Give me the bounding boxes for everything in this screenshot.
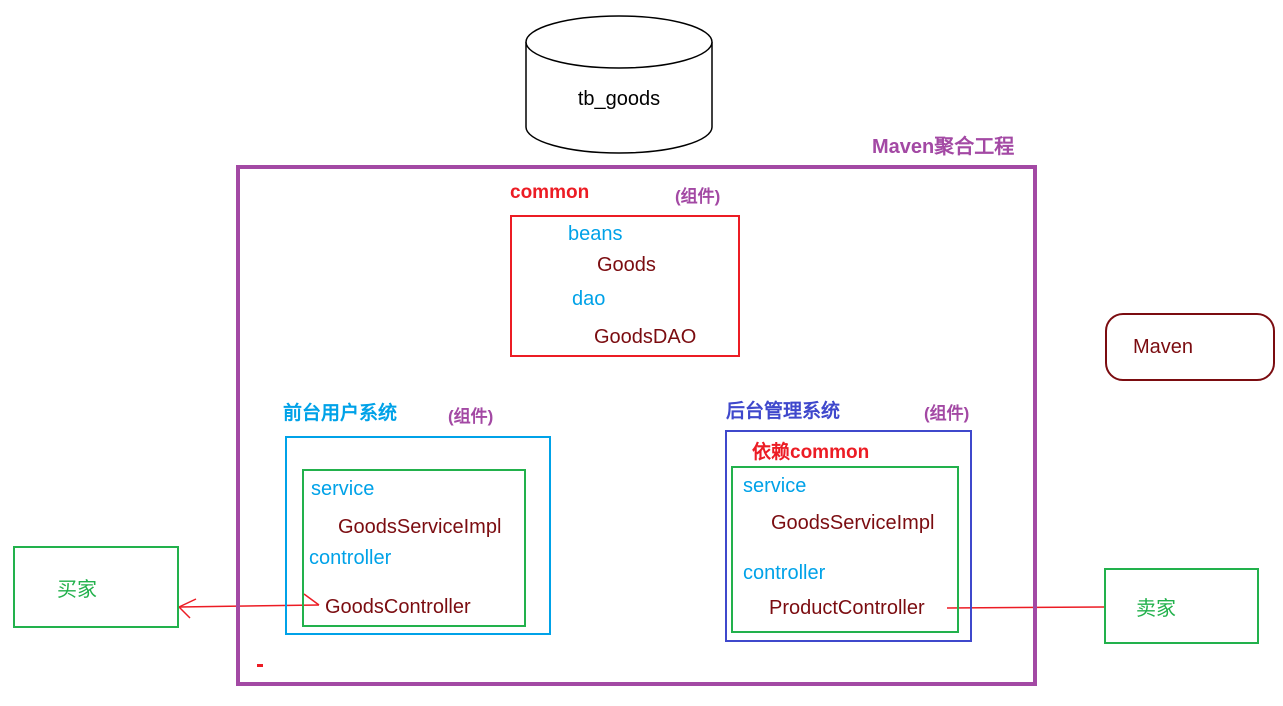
maven-tool-label: Maven [1133,335,1194,358]
frontend-class-goodscontroller: GoodsController [325,596,471,618]
backend-inner-box [731,466,959,633]
common-component-tag: (组件) [675,187,721,206]
backend-dependency-note: 依赖common [752,442,870,463]
frontend-package-service: service [311,478,375,500]
common-class-goods: Goods [597,254,656,276]
frontend-module-title: 前台用户系统 [283,403,398,424]
maven-tool-box: Maven [1105,313,1275,381]
frontend-class-serviceimpl: GoodsServiceImpl [338,516,502,538]
common-module-box [510,215,740,357]
database-cylinder [525,15,713,154]
database-label: tb_goods [577,88,661,110]
frontend-package-controller: controller [309,547,392,569]
backend-module-box [725,430,972,642]
common-module-title: common [510,182,590,203]
buyer-label: 买家 [57,578,97,601]
seller-box: 卖家 [1104,568,1259,644]
frontend-component-tag: (组件) [448,407,494,426]
seller-line [946,606,1105,609]
buyer-arrow [178,593,320,619]
backend-module-title: 后台管理系统 [726,401,841,422]
backend-class-productcontroller: ProductController [769,597,925,619]
backend-package-controller: controller [743,562,826,584]
maven-aggregate-title: Maven聚合工程 [872,136,1015,158]
backend-class-serviceimpl: GoodsServiceImpl [771,512,935,534]
seller-label: 卖家 [1136,597,1176,620]
frontend-inner-box [302,469,526,627]
common-class-goodsdao: GoodsDAO [594,326,697,348]
buyer-box: 买家 [13,546,179,628]
backend-component-tag: (组件) [924,404,970,423]
frontend-module-box [285,436,551,635]
common-package-beans: beans [568,223,623,245]
common-package-dao: dao [572,288,606,310]
red-dot-mark [257,664,263,667]
maven-aggregate-box [236,165,1037,686]
backend-package-service: service [743,475,807,497]
